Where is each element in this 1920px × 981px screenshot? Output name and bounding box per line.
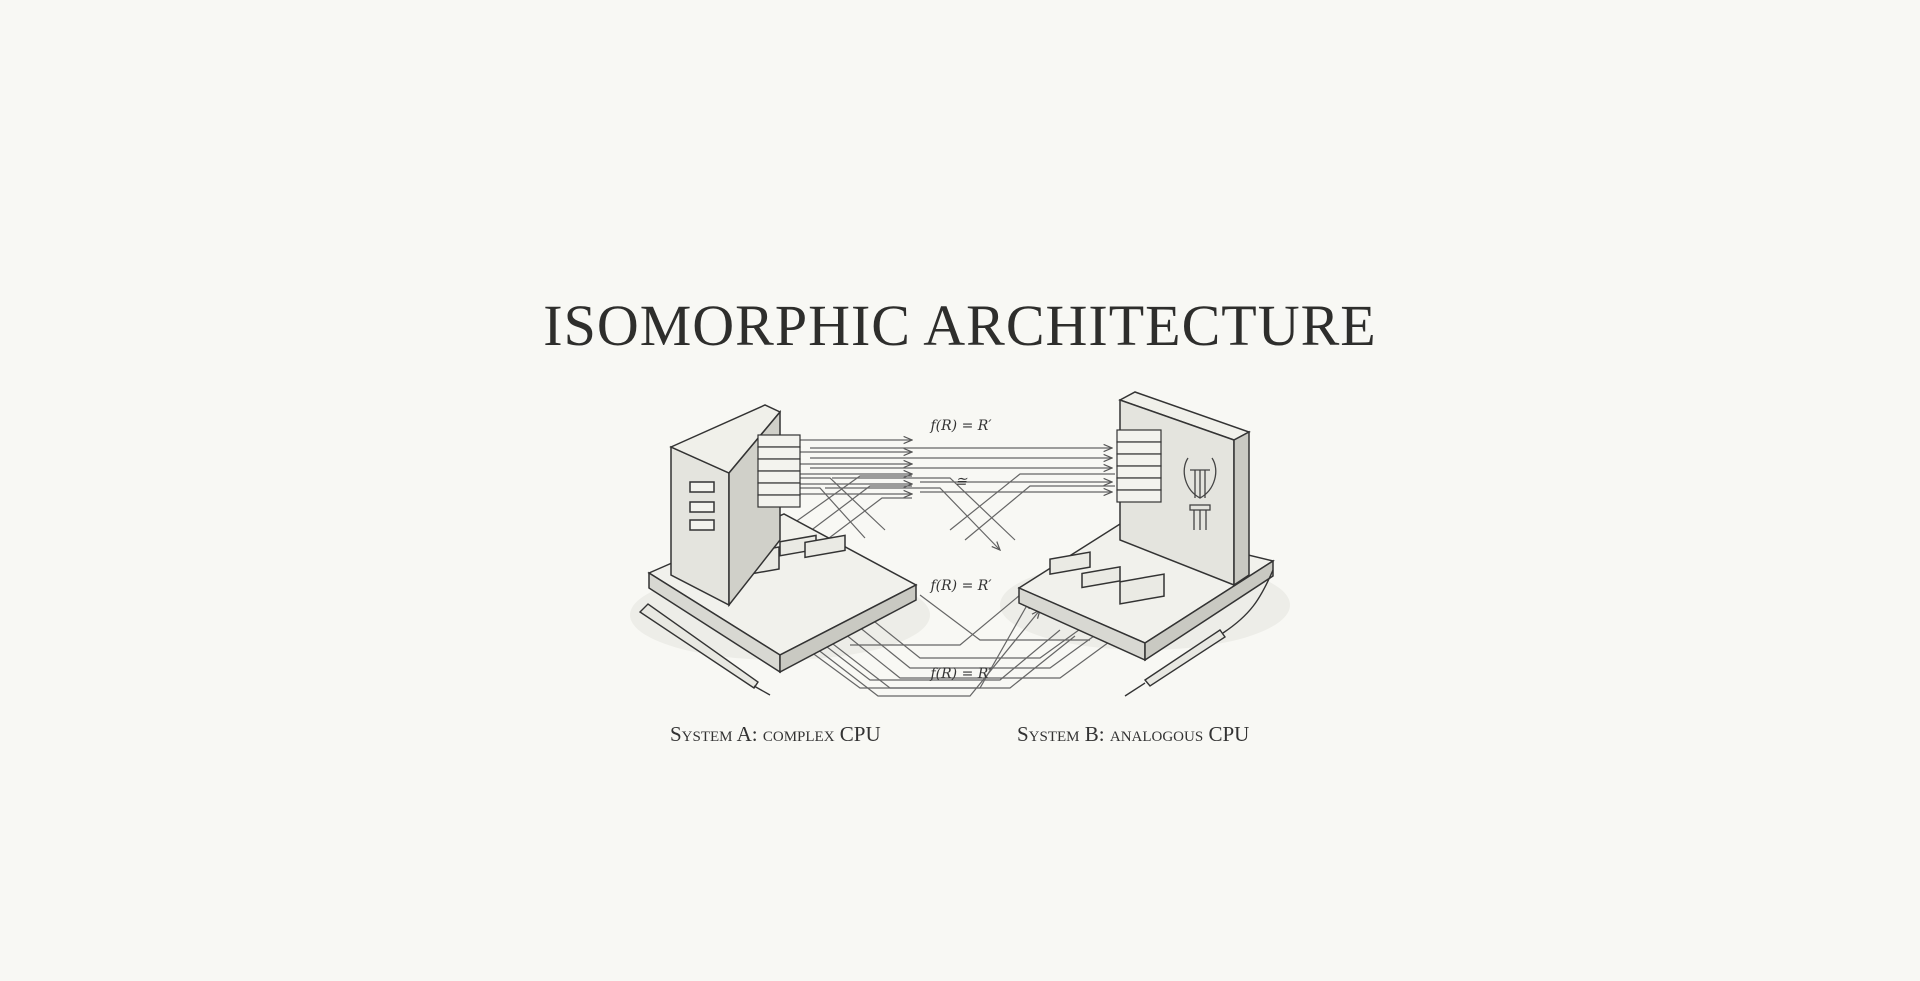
pen-icon [638, 603, 771, 696]
isomorphism-diagram: f(R) = R′ ≅ f(R) = R′ f(R) = R′ [630, 391, 1290, 697]
isomorphism-symbol: ≅ [955, 474, 968, 490]
system-b-label: System B: analogous CPU [1017, 722, 1250, 746]
lower-connections [792, 594, 1121, 697]
system-a-label: System A: complex CPU [670, 722, 881, 746]
probe-icon [1124, 569, 1274, 697]
system-b-tower [1116, 391, 1251, 587]
formula-middle: f(R) = R′ [930, 578, 993, 594]
formula-top: f(R) = R′ [930, 418, 993, 434]
page-title: ISOMORPHIC ARCHITECTURE [543, 293, 1377, 358]
system-a-tower [669, 404, 801, 608]
lyre-icon [1183, 457, 1217, 530]
formula-bottom: f(R) = R′ [930, 666, 993, 682]
